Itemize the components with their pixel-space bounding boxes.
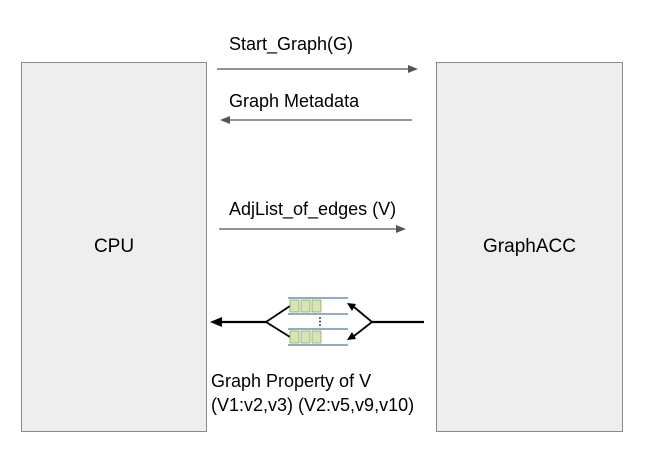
start-graph-arrow	[217, 65, 418, 73]
graphacc-label: GraphACC	[483, 236, 576, 257]
graphacc-box: GraphACC	[436, 62, 623, 432]
fifo-queue-icon	[288, 328, 348, 346]
graph-metadata-label: Graph Metadata	[229, 91, 360, 111]
start-graph-label: Start_Graph(G)	[229, 34, 354, 54]
fifo-queue-icon	[288, 297, 348, 315]
queue-ellipsis-icon	[319, 317, 321, 326]
graph-property-values-label: (V1:v2,v3) (V2:v5,v9,v10)	[211, 395, 415, 415]
cpu-box: CPU	[21, 62, 207, 432]
adjlist-of-edges-label: AdjList_of_edges (V)	[229, 199, 397, 219]
cpu-label: CPU	[93, 236, 135, 257]
graph-property-label: Graph Property of V	[211, 371, 372, 391]
adjlist-arrow	[219, 225, 406, 233]
graph-property-arrow	[210, 303, 424, 340]
graph-metadata-arrow	[220, 116, 412, 124]
